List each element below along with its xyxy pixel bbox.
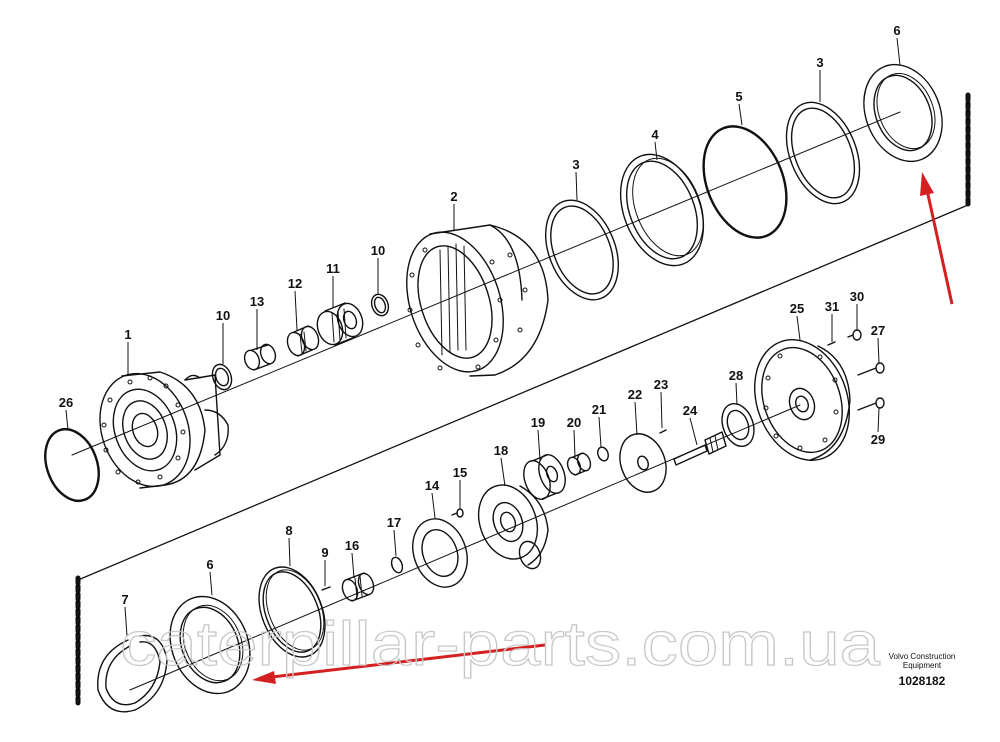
part-23-pin bbox=[659, 429, 667, 434]
label-25: 25 bbox=[790, 301, 804, 316]
part-18-planet-carrier bbox=[477, 484, 549, 570]
part-10-washer-upper-inner bbox=[373, 296, 387, 314]
part-2-ring-housing bbox=[406, 224, 549, 377]
part-21-washer bbox=[597, 446, 609, 462]
label-19: 19 bbox=[531, 415, 545, 430]
label-6-top: 6 bbox=[893, 23, 900, 38]
label-17: 17 bbox=[387, 515, 401, 530]
label-13: 13 bbox=[250, 294, 264, 309]
label-23: 23 bbox=[654, 377, 668, 392]
part-15-bolt bbox=[451, 508, 464, 518]
label-10-lower: 10 bbox=[216, 308, 230, 323]
label-5: 5 bbox=[735, 89, 742, 104]
part-13-sleeve bbox=[243, 343, 277, 371]
part-24-shaft bbox=[673, 431, 727, 466]
brand-block: Volvo Construction Equipment 1028182 bbox=[889, 652, 956, 688]
part-7-snap-ring bbox=[97, 634, 168, 713]
part-19-gear bbox=[523, 454, 566, 500]
part-31-pin bbox=[827, 341, 836, 346]
highlight-arrow-upper bbox=[920, 172, 954, 305]
part-30-plug bbox=[847, 329, 862, 341]
label-28: 28 bbox=[729, 368, 743, 383]
label-15: 15 bbox=[453, 465, 467, 480]
label-3-right: 3 bbox=[816, 55, 823, 70]
label-27: 27 bbox=[871, 323, 885, 338]
label-1: 1 bbox=[124, 327, 131, 342]
break-frame bbox=[75, 92, 971, 708]
label-11: 11 bbox=[326, 261, 340, 276]
part-25-cover bbox=[753, 339, 851, 461]
label-9: 9 bbox=[321, 545, 328, 560]
label-20: 20 bbox=[567, 415, 581, 430]
label-14: 14 bbox=[425, 478, 440, 493]
part-number-labels: 1 2 3 3 4 5 6 6 7 8 9 10 10 11 12 13 14 … bbox=[59, 23, 901, 607]
label-6-bottom: 6 bbox=[206, 557, 213, 572]
label-30: 30 bbox=[850, 289, 864, 304]
part-10-washer bbox=[211, 363, 233, 391]
label-12: 12 bbox=[288, 276, 302, 291]
part-6-thrust-ring-lower bbox=[169, 595, 251, 695]
label-24: 24 bbox=[683, 403, 698, 418]
part-9-pin bbox=[321, 586, 331, 591]
part-3-seal-ring bbox=[545, 199, 619, 301]
label-26: 26 bbox=[59, 395, 73, 410]
part-27-bolt bbox=[857, 362, 885, 376]
part-22-thrust-washer bbox=[619, 433, 667, 493]
part-3-seal-ring-right bbox=[785, 101, 861, 205]
leader-lines bbox=[65, 37, 901, 637]
brand-line-1: Volvo Construction bbox=[889, 652, 956, 661]
label-4: 4 bbox=[651, 127, 659, 142]
label-3-mid: 3 bbox=[572, 157, 579, 172]
part-16-bearing bbox=[341, 572, 375, 602]
part-17-washer bbox=[390, 556, 404, 574]
part-14-thrust-washer bbox=[412, 518, 468, 588]
label-18: 18 bbox=[494, 443, 508, 458]
part-10-washer-inner bbox=[214, 367, 230, 387]
part-6-thrust-ring bbox=[863, 63, 943, 163]
part-4-seal bbox=[619, 153, 705, 267]
label-16: 16 bbox=[345, 538, 359, 553]
part-28-washer bbox=[721, 402, 755, 448]
watermark: caterpillar-parts.com.ua bbox=[120, 610, 881, 679]
label-31: 31 bbox=[825, 299, 839, 314]
part-8-ring-gear bbox=[258, 566, 326, 658]
part-10-washer-upper bbox=[370, 293, 390, 317]
label-21: 21 bbox=[592, 402, 606, 417]
brand-line-2: Equipment bbox=[903, 661, 942, 670]
label-29: 29 bbox=[871, 432, 885, 447]
part-12-bearing bbox=[286, 325, 320, 357]
part-20-bearing bbox=[566, 452, 592, 476]
part-26-oring bbox=[44, 427, 100, 503]
label-10-upper: 10 bbox=[371, 243, 385, 258]
label-7: 7 bbox=[121, 592, 128, 607]
label-8: 8 bbox=[285, 523, 292, 538]
part-5-oring bbox=[702, 125, 788, 239]
label-22: 22 bbox=[628, 387, 642, 402]
part-11-gear bbox=[316, 302, 364, 346]
highlight-arrow-lower bbox=[252, 643, 546, 684]
document-number: 1028182 bbox=[899, 674, 946, 688]
label-2: 2 bbox=[450, 189, 457, 204]
part-29-bolt bbox=[857, 397, 885, 411]
part-1-housing bbox=[99, 371, 229, 489]
